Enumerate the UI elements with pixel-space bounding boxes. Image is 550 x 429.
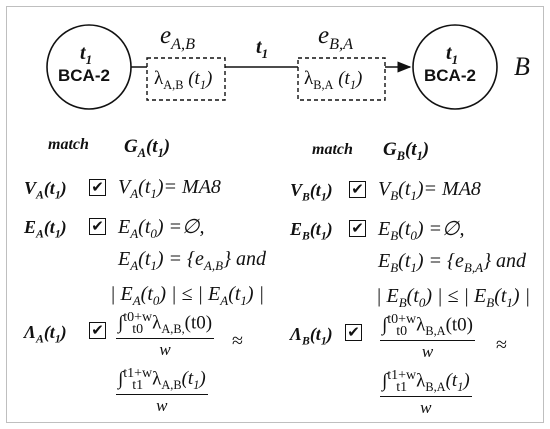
left-e-line2: EA(t1) = {eA,B} and	[118, 248, 267, 273]
graph-label: B	[514, 52, 530, 81]
right-v-label: VB(t1)	[290, 180, 333, 204]
edge-ba-intensity: λB,A (t1)	[304, 68, 363, 92]
node-right-circle	[412, 24, 498, 110]
left-v-checkbox[interactable]: ✔	[89, 179, 106, 196]
right-lambda-checkbox[interactable]: ✔	[345, 324, 362, 341]
edge-ba-label: eB,A	[318, 22, 354, 53]
node-right-time: t1	[446, 42, 459, 67]
graph-diagram	[46, 24, 498, 110]
edge-ab-box	[146, 57, 226, 101]
right-v-expression: VB(t1)= MA8	[378, 178, 481, 203]
figure-border	[6, 6, 544, 423]
left-e-line3: | EA(t0) | ≤ | EA(t1) |	[110, 283, 265, 308]
right-match-header: match	[312, 141, 353, 158]
left-approx: ≈	[232, 330, 243, 352]
left-v-expression: VA(t1)= MA8	[118, 176, 221, 201]
left-e-line1: EA(t0) =∅,	[118, 216, 205, 241]
left-graph-header: GA(t1)	[124, 136, 171, 160]
left-v-label: VA(t1)	[24, 178, 67, 202]
left-lambda-checkbox[interactable]: ✔	[89, 322, 106, 339]
right-v-checkbox[interactable]: ✔	[349, 181, 366, 198]
edge-ba-box	[297, 57, 386, 101]
edge-ab-intensity: λA,B (t1)	[154, 68, 213, 92]
node-right-label: BCA-2	[424, 66, 476, 85]
right-e-line2: EB(t1) = {eB,A} and	[378, 250, 527, 275]
right-e-label: EB(t1)	[290, 219, 333, 243]
right-lambda-label: ΛB(t1)	[290, 324, 333, 348]
right-e-checkbox[interactable]: ✔	[349, 220, 366, 237]
right-graph-header: GB(t1)	[383, 139, 430, 163]
right-e-line3: | EB(t0) | ≤ | EB(t1) |	[376, 285, 531, 310]
left-e-checkbox[interactable]: ✔	[89, 218, 106, 235]
left-lambda-label: ΛA(t1)	[24, 322, 67, 346]
right-e-line1: EB(t0) =∅,	[378, 218, 465, 243]
node-left-label: BCA-2	[58, 66, 110, 85]
left-e-label: EA(t1)	[24, 217, 67, 241]
right-approx: ≈	[496, 334, 507, 356]
node-left-time: t1	[80, 42, 93, 67]
edge-time-label: t1	[256, 36, 269, 61]
edge-ab-label: eA,B	[160, 22, 196, 53]
left-match-header: match	[48, 136, 89, 153]
